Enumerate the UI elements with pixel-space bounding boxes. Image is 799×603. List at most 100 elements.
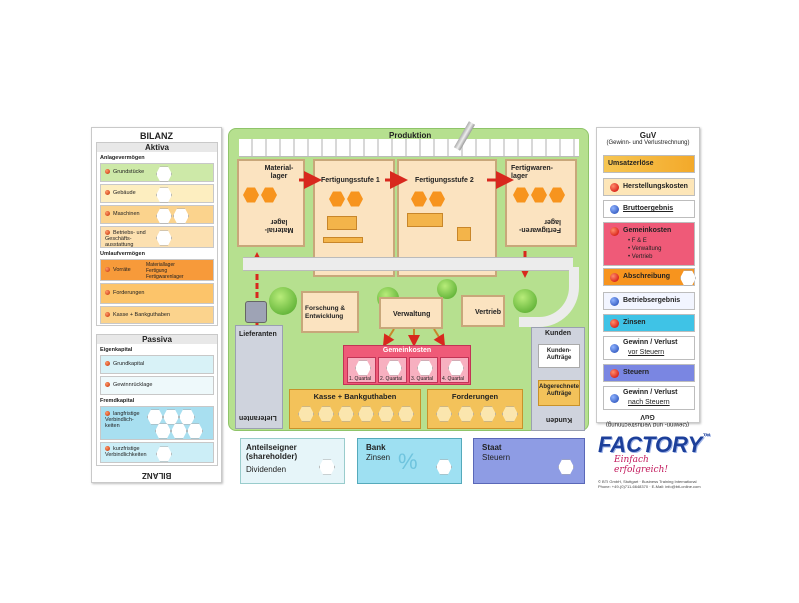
quartal-2[interactable]: 2. Quartal [378, 357, 407, 383]
forderungen-box[interactable]: Forderungen [427, 389, 523, 429]
coin-slot-icon[interactable] [156, 446, 172, 462]
abgerechnete-card[interactable]: Abgerechnete Aufträge [538, 380, 580, 406]
guv-gemeinkosten[interactable]: Gemeinkosten • F & E • Verwaltung • Vert… [603, 222, 695, 266]
kasse-box[interactable]: Kasse + Bankguthaben [289, 389, 421, 429]
bullet-icon [105, 230, 110, 236]
brand-line-2: Phone: +49-(0)711-6648370 · E-Mail: info… [598, 484, 701, 489]
bilanz-row-bga[interactable]: Betriebs- und Geschäfts-ausstattung [100, 226, 214, 248]
coin-slot-icon[interactable] [458, 406, 474, 422]
tree-icon [437, 279, 457, 299]
coin-slot-icon[interactable] [358, 406, 374, 422]
hex-slot-icon[interactable] [411, 191, 427, 207]
kundenauftraege-card[interactable]: Kunden-Aufträge [538, 344, 580, 368]
guv-subtitle: (Gewinn- und Verlustrechnung) [606, 140, 690, 146]
guv-betriebsergebnis[interactable]: Betriebsergebnis [603, 292, 695, 310]
vorrate-sub-3: Fertigwarenlager [146, 274, 184, 280]
bilanz-row-vorraete[interactable]: Vorräte Materiallager Fertigung Fertigwa… [100, 259, 214, 281]
hex-slot-icon[interactable] [261, 187, 277, 203]
bilanz-row-maschinen[interactable]: Maschinen [100, 205, 214, 224]
coin-slot-icon[interactable] [179, 409, 195, 425]
bilanz-row-kasse[interactable]: Kasse + Bankguthaben [100, 306, 214, 324]
coin-slot-icon[interactable] [338, 406, 354, 422]
coin-slot-icon[interactable] [156, 208, 172, 224]
coin-slot-icon[interactable] [680, 270, 696, 286]
bank-box[interactable]: Bank Zinsen % [357, 438, 462, 484]
coin-slot-icon[interactable] [147, 409, 163, 425]
guv-gk-fe: • F & E [628, 238, 647, 244]
kunden-label: Kunden [544, 330, 572, 337]
forderungen-label: Forderungen [451, 392, 499, 401]
materiallager-building[interactable]: Material-lager Material-lager [237, 159, 305, 247]
bilanz-row-langfristig[interactable]: langfristige Verbindlich-keiten [100, 406, 214, 440]
quartal-3[interactable]: 3. Quartal [409, 357, 438, 383]
forschung-building[interactable]: Forschung & Entwicklung [301, 291, 359, 333]
coin-slot-icon[interactable] [378, 406, 394, 422]
coin-slot-icon[interactable] [436, 406, 452, 422]
coin-slot-icon[interactable] [155, 423, 171, 439]
coin-slot-icon[interactable] [398, 406, 414, 422]
gemeinkosten-box[interactable]: Gemeinkosten 1. Quartal 2. Quartal 3. Qu… [343, 345, 471, 385]
coin-slot-icon[interactable] [156, 166, 172, 182]
bilanz-bottom-title: BILANZ [141, 471, 172, 480]
guv-umsatzerloese[interactable]: Umsatzerlöse [603, 155, 695, 173]
guv-abschreibung[interactable]: Abschreibung [603, 268, 696, 286]
staat-box[interactable]: Staat Steuern [473, 438, 585, 484]
hex-slot-icon[interactable] [531, 187, 547, 203]
coin-slot-icon[interactable] [319, 459, 335, 475]
bilanz-row-forderungen[interactable]: Forderungen [100, 283, 214, 304]
machine-icon [327, 216, 357, 230]
coin-slot-icon[interactable] [386, 360, 402, 376]
hex-slot-icon[interactable] [243, 187, 259, 203]
anteilseigner-box[interactable]: Anteilseigner (shareholder) Dividenden [240, 438, 345, 484]
fertigwarenlager-building[interactable]: Fertigwaren-lager Fertigwaren-lager [505, 159, 577, 247]
guv-bottom-title: (Gewinn- und Verlustrechnung)GuV [606, 413, 690, 427]
guv-zinsen[interactable]: Zinsen [603, 314, 695, 332]
bullet-icon [105, 290, 110, 296]
hex-slot-icon[interactable] [513, 187, 529, 203]
vertrieb-label: Vertrieb [475, 309, 502, 316]
coin-slot-icon[interactable] [156, 230, 172, 246]
bilanz-row-kurzfristig[interactable]: kurzfristige Verbindlichkeiten [100, 442, 214, 463]
kunden-box[interactable]: Kunden Kunden-Aufträge Abgerechnete Auft… [531, 327, 585, 431]
factory-roof [239, 139, 579, 157]
fertigwaren-label: Fertigwaren-lager [511, 165, 554, 180]
vertrieb-building[interactable]: Vertrieb [461, 295, 505, 327]
bilanz-row-grundkapital[interactable]: Grundkapital [100, 355, 214, 374]
staat-label: Staat [482, 443, 502, 452]
coin-slot-icon[interactable] [355, 360, 371, 376]
coin-slot-icon[interactable] [171, 423, 187, 439]
hex-slot-icon[interactable] [549, 187, 565, 203]
coin-slot-icon[interactable] [558, 459, 574, 475]
arrow-icon [433, 328, 446, 347]
coin-slot-icon[interactable] [417, 360, 433, 376]
guv-gewinn-vor-steuern[interactable]: Gewinn / Verlust vor Steuern [603, 336, 695, 360]
hex-slot-icon[interactable] [347, 191, 363, 207]
coin-slot-icon[interactable] [448, 360, 464, 376]
bilanz-row-grundstuecke[interactable]: Grundstücke [100, 163, 214, 182]
coin-slot-icon[interactable] [502, 406, 518, 422]
coin-slot-icon[interactable] [173, 208, 189, 224]
materiallager-label: Material-lager [264, 165, 294, 180]
guv-bruttoergebnis[interactable]: Bruttoergebnis [603, 200, 695, 218]
coin-slot-icon[interactable] [187, 423, 203, 439]
quartal-1[interactable]: 1. Quartal [347, 357, 376, 383]
stufe1-label: Fertigungsstufe 1 [321, 177, 380, 184]
coin-slot-icon[interactable] [163, 409, 179, 425]
lieferanten-box[interactable]: Lieferanten Lieferanten [235, 325, 283, 429]
hex-slot-icon[interactable] [329, 191, 345, 207]
bilanz-row-gebaeude[interactable]: Gebäude [100, 184, 214, 203]
guv-panel: GuV (Gewinn- und Verlustrechnung) Umsatz… [596, 127, 700, 427]
bilanz-row-gewinnruecklage[interactable]: Gewinnrücklage [100, 376, 214, 395]
guv-herstellungskosten[interactable]: Herstellungskosten [603, 178, 695, 196]
coin-slot-icon[interactable] [298, 406, 314, 422]
coin-slot-icon[interactable] [318, 406, 334, 422]
guv-gewinn-nach-steuern[interactable]: Gewinn / Verlust nach Steuern [603, 386, 695, 410]
coin-slot-icon[interactable] [156, 187, 172, 203]
coin-slot-icon[interactable] [480, 406, 496, 422]
guv-steuern[interactable]: Steuern [603, 364, 695, 382]
quartal-4[interactable]: 4. Quartal [440, 357, 469, 383]
verwaltung-building[interactable]: Verwaltung [379, 297, 443, 329]
coin-slot-icon[interactable] [436, 459, 452, 475]
kunden-label-flipped: Kunden [546, 416, 573, 423]
hex-slot-icon[interactable] [429, 191, 445, 207]
